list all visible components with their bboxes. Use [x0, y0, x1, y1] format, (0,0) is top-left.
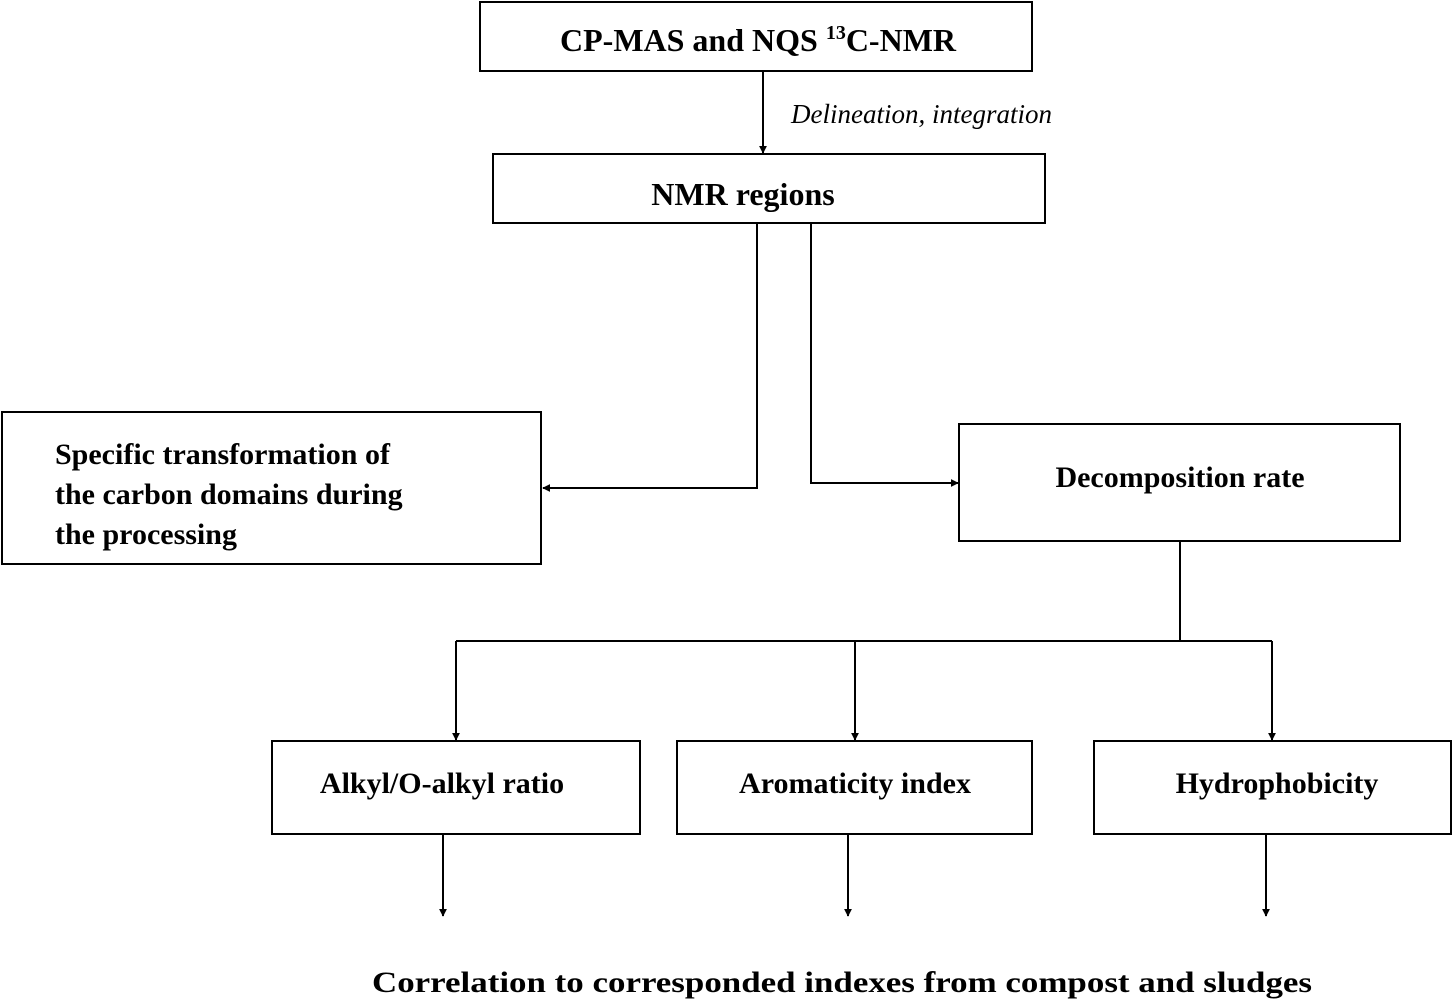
node-nmr-regions-label: NMR regions	[651, 176, 834, 212]
node-hydrophobicity-label: Hydrophobicity	[1176, 767, 1379, 800]
node-hydrophobicity: Hydrophobicity	[1093, 740, 1452, 835]
node-specific-transformation-box	[1, 411, 542, 565]
node-nmr-methods-box	[479, 1, 1033, 72]
node-specific-transformation-line1: Specific transformation of	[55, 438, 391, 471]
node-nmr-methods-superscript: 13	[826, 22, 846, 44]
node-aromaticity-index: Aromaticity index	[676, 740, 1033, 835]
node-alkyl-ratio-label: Alkyl/O-alkyl ratio	[320, 767, 564, 800]
node-specific-transformation-line2: the carbon domains during	[55, 478, 403, 511]
node-alkyl-ratio-box	[271, 740, 641, 835]
edge-regions-to-decomposition	[810, 224, 959, 487]
node-hydrophobicity-box	[1093, 740, 1452, 835]
edge-methods-to-regions-label: Delineation, integration	[790, 99, 1052, 129]
node-specific-transformation: Specific transformation of the carbon do…	[1, 411, 542, 565]
edge-regions-to-transformation	[542, 224, 758, 492]
node-nmr-methods-label: CP-MAS and NQS 13C-NMR	[560, 22, 957, 58]
node-decomposition-rate-box	[958, 423, 1401, 542]
node-nmr-regions-box	[492, 153, 1046, 224]
node-decomposition-rate-label: Decomposition rate	[1055, 461, 1304, 494]
node-decomposition-rate: Decomposition rate	[958, 423, 1401, 542]
node-nmr-methods-suffix: C-NMR	[846, 22, 957, 58]
node-nmr-regions: NMR regions	[492, 153, 1046, 224]
node-nmr-methods-text: CP-MAS and NQS	[560, 22, 826, 58]
node-alkyl-ratio: Alkyl/O-alkyl ratio	[271, 740, 641, 835]
node-specific-transformation-line3: the processing	[55, 518, 237, 551]
node-nmr-methods: CP-MAS and NQS 13C-NMR	[479, 1, 1033, 72]
node-correlation-label: Correlation to corresponded indexes from…	[372, 966, 1312, 999]
node-aromaticity-index-label: Aromaticity index	[739, 767, 971, 800]
node-aromaticity-index-box	[676, 740, 1033, 835]
